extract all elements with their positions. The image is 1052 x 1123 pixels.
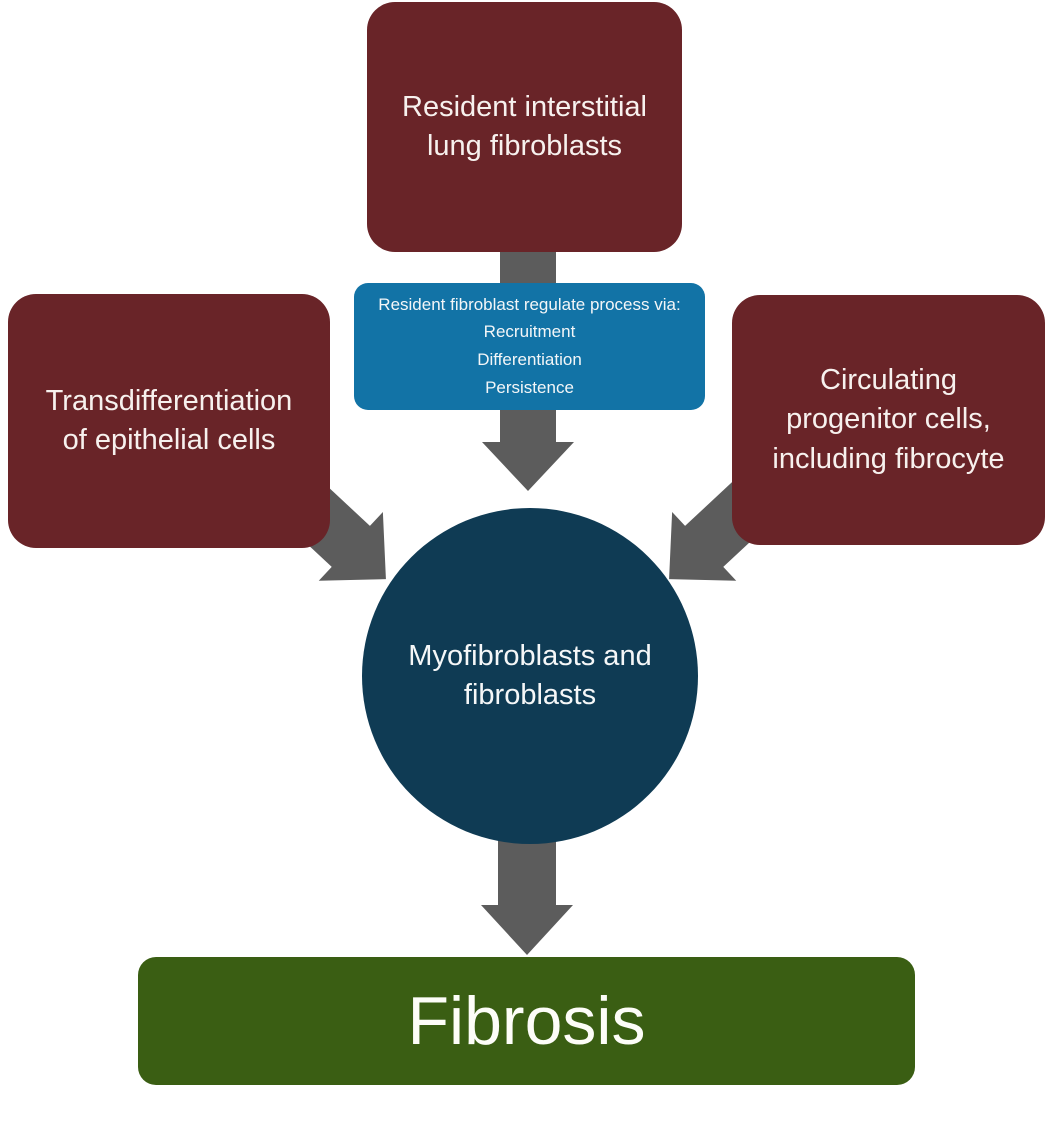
node-fibrosis-outcome: Fibrosis [138,957,915,1085]
process-item-persistence: Persistence [485,377,574,397]
node-process-regulation: Resident fibroblast regulate process via… [354,283,705,410]
node-circulating-progenitors-label: Circulating progenitor cells, including … [772,364,1005,475]
process-item-differentiation: Differentiation [477,350,582,370]
node-resident-fibroblasts: Resident interstitial lung fibroblasts [367,2,682,252]
process-item-recruitment: Recruitment [483,322,576,342]
node-transdifferentiation-label: Transdifferentiation of epithelial cells [45,384,293,456]
node-circulating-progenitors: Circulating progenitor cells, including … [732,295,1045,545]
node-resident-fibroblasts-label: Resident interstitial lung fibroblasts [402,90,647,162]
node-myofibroblasts-label: Myofibroblasts and fibroblasts [408,639,652,711]
process-title: Resident fibroblast regulate process via… [378,294,681,314]
arrow-process-to-circle [482,405,574,491]
arrow-circle-to-outcome [481,820,573,955]
node-myofibroblasts-circle: Myofibroblasts and fibroblasts [362,508,698,844]
arrow-top-to-process [500,248,556,288]
node-transdifferentiation: Transdifferentiation of epithelial cells [8,294,330,548]
node-fibrosis-label: Fibrosis [407,983,646,1059]
